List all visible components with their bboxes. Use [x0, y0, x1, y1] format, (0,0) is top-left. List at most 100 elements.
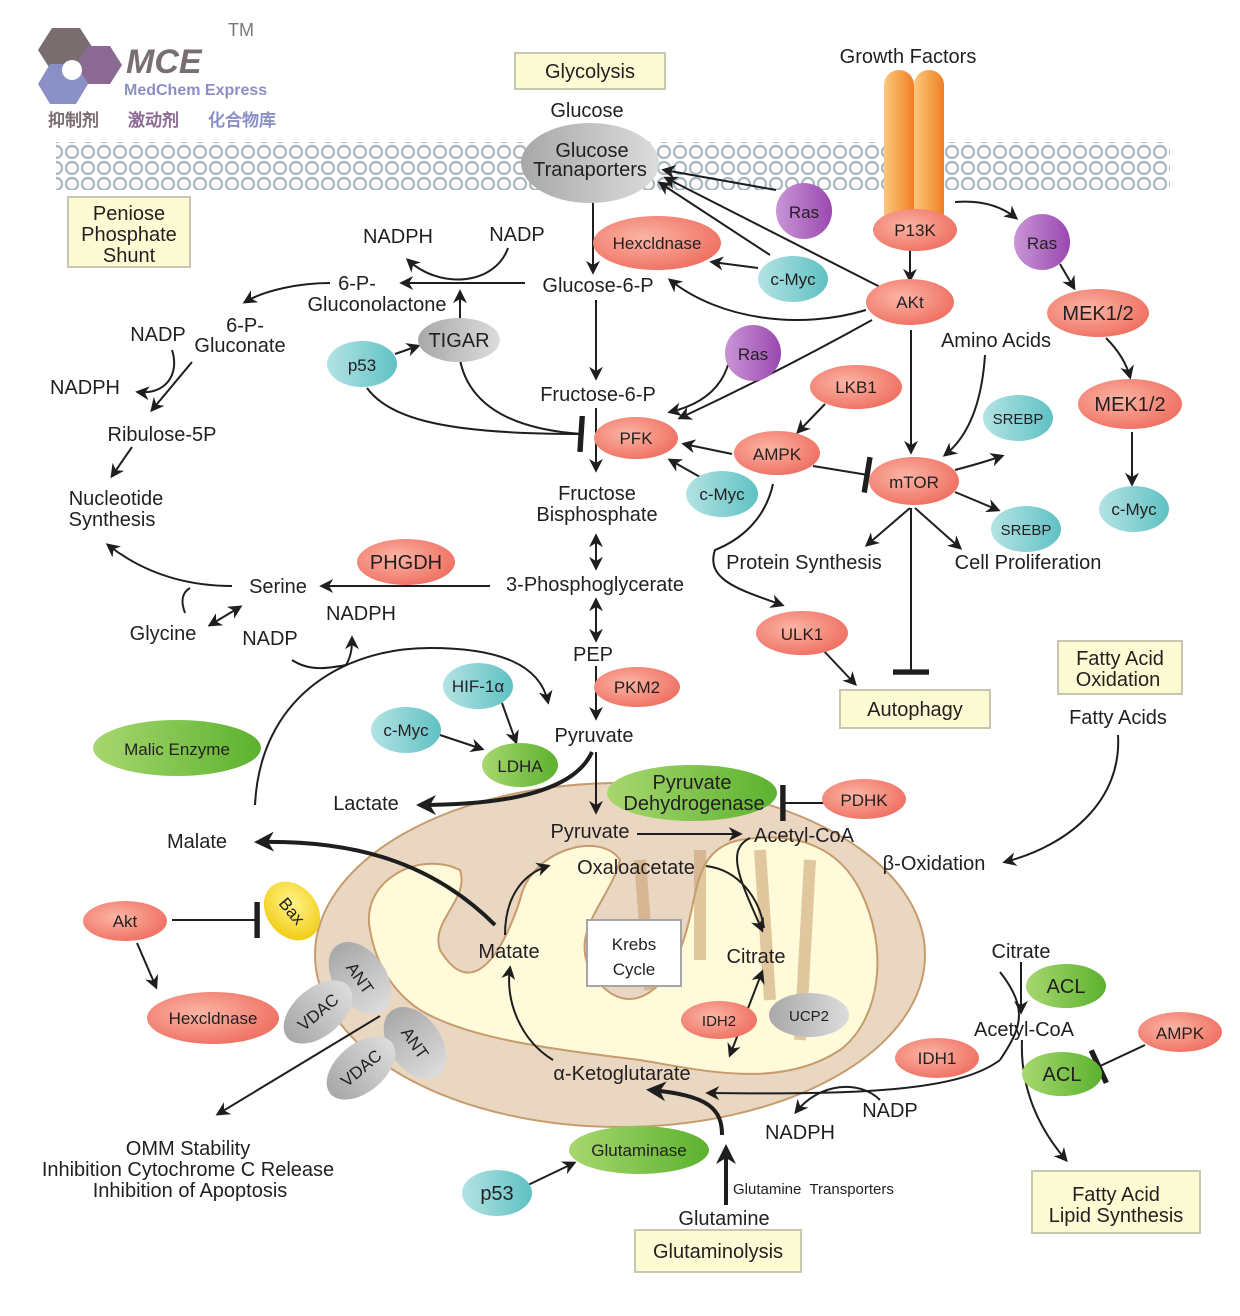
node-p13k: P13K — [873, 209, 957, 251]
svg-text:Peniose: Peniose — [93, 203, 165, 225]
svg-text:c-Myc: c-Myc — [1111, 500, 1157, 519]
arrow-p53-glutaminase — [527, 1161, 577, 1186]
svg-text:SREBP: SREBP — [993, 411, 1044, 428]
arrow-nadp-nadph-mid — [291, 635, 359, 670]
node-ldha: LDHA — [482, 743, 558, 787]
mce-logo: MCE TM MedChem Express 抑制剂 激动剂 化合物库 — [38, 20, 276, 130]
label-nadp-top: NADP — [489, 224, 545, 246]
logo-clover — [62, 60, 82, 80]
label-matate: Matate — [478, 941, 539, 963]
svg-text:Oxidation: Oxidation — [1076, 669, 1161, 691]
label-malate: Malate — [167, 831, 227, 853]
arrow-ulk1-autophagy — [822, 649, 857, 687]
logo-tagline-2: 激动剂 — [128, 110, 179, 130]
node-hif1a: HIF-1α — [443, 663, 513, 709]
svg-text:MEK1/2: MEK1/2 — [1062, 303, 1133, 325]
node-phgdh: PHGDH — [357, 539, 455, 585]
label-ketoglutarate: α-Ketoglutarate — [553, 1063, 690, 1085]
node-pyruvate-dehydrogenase: Pyruvate Dehydrogenase — [607, 765, 777, 821]
arrow-cmyc-ldha — [439, 734, 485, 753]
node-mek-1: MEK1/2 — [1047, 289, 1149, 337]
inhibit-p53-pfk-line — [366, 387, 581, 435]
svg-text:Ras: Ras — [789, 203, 819, 222]
svg-text:ACL: ACL — [1047, 976, 1086, 998]
metabolite-labels: Glucose Growth Factors NADPH NADP 6-P- G… — [42, 46, 1167, 1230]
svg-text:c-Myc: c-Myc — [770, 270, 816, 289]
inhibit-ampk-mtor — [812, 456, 873, 494]
node-mtor: mTOR — [869, 457, 959, 505]
node-ulk1: ULK1 — [756, 611, 848, 655]
label-ribulose-5p: Ribulose-5P — [108, 424, 217, 446]
label-6p-gluconolactone-2: Gluconolactone — [308, 294, 447, 316]
arrow-ampk-pfk — [681, 439, 733, 455]
svg-text:Malic Enzyme: Malic Enzyme — [124, 740, 230, 759]
svg-text:Autophagy: Autophagy — [867, 699, 963, 721]
svg-text:Glucose: Glucose — [555, 140, 628, 162]
node-ras-2: Ras — [1014, 214, 1070, 270]
label-glutamine-transporters: Glutamine Transporters — [733, 1181, 894, 1198]
label-nadp-bottom: NADP — [862, 1100, 918, 1122]
svg-text:IDH2: IDH2 — [702, 1013, 736, 1030]
arrow-glycine-serine — [207, 605, 243, 627]
section-glutaminolysis: Glutaminolysis — [634, 1229, 802, 1273]
label-glutamine: Glutamine — [678, 1208, 769, 1230]
arrow-acetylcoa-fattyacid — [1020, 1039, 1068, 1163]
line-oxaloacetate-citrate — [705, 865, 765, 929]
arrow-mtor-proliferation — [914, 507, 963, 550]
label-growth-factors: Growth Factors — [840, 46, 977, 68]
label-nadp-mid: NADP — [242, 628, 298, 650]
label-6p-gluconate-2: Gluconate — [194, 335, 285, 357]
svg-text:p53: p53 — [480, 1183, 513, 1205]
node-hexokinase-1: Hexcldnase — [593, 216, 721, 270]
logo-trademark: TM — [228, 20, 254, 40]
svg-text:HIF-1α: HIF-1α — [452, 677, 505, 696]
label-lactate: Lactate — [333, 793, 399, 815]
label-fructose-bp-2: Bisphosphate — [536, 504, 657, 526]
label-oxaloacetate: Oxaloacetate — [577, 857, 695, 879]
svg-text:UCP2: UCP2 — [789, 1008, 829, 1025]
section-krebs-cycle: Krebs Cycle — [586, 919, 682, 987]
node-vdac-2: VDAC — [326, 1036, 396, 1100]
node-glucose-transporters: Glucose Tranaporters — [521, 123, 659, 203]
label-amino-acids: Amino Acids — [941, 330, 1051, 352]
label-nadp-left: NADP — [130, 324, 186, 346]
svg-text:c-Myc: c-Myc — [383, 721, 429, 740]
label-fatty-acids: Fatty Acids — [1069, 707, 1167, 729]
arrow-lkb1-ampk — [796, 403, 826, 435]
svg-text:Ras: Ras — [1027, 234, 1057, 253]
node-akt-1: AKt — [866, 279, 954, 325]
arrow-mtor-srebp1 — [954, 453, 1005, 471]
line-glycine-join — [181, 587, 191, 614]
svg-text:Dehydrogenase: Dehydrogenase — [623, 793, 764, 815]
label-serine: Serine — [249, 576, 307, 598]
inhibit-ampk-acl — [1088, 1044, 1146, 1085]
label-6p-gluconate-1: 6-P- — [226, 315, 264, 337]
arrow-gluconolactone-gluconate — [242, 282, 331, 304]
svg-text:TIGAR: TIGAR — [428, 330, 489, 352]
node-ant-2: ANT — [383, 1006, 447, 1080]
node-cmyc-1: c-Myc — [758, 256, 828, 302]
node-pfk: PFK — [594, 417, 678, 459]
label-3-phosphoglycerate: 3-Phosphoglycerate — [506, 574, 684, 596]
svg-text:IDH1: IDH1 — [918, 1049, 957, 1068]
arrow-cmyc-hex — [709, 256, 759, 271]
svg-text:Lipid Synthesis: Lipid Synthesis — [1049, 1205, 1184, 1227]
svg-text:PFK: PFK — [619, 429, 653, 448]
svg-text:LDHA: LDHA — [497, 757, 543, 776]
svg-text:ACL: ACL — [1043, 1064, 1082, 1086]
logo-tagline-1: 抑制剂 — [48, 110, 99, 130]
arrow-ras-gt — [661, 165, 777, 191]
svg-text:Shunt: Shunt — [103, 245, 156, 267]
section-fatty-acid-synthesis: Fatty Acid Lipid Synthesis — [1031, 1170, 1201, 1234]
logo-hexagon-right — [76, 46, 122, 84]
arrow-ribulose-nucleotide — [110, 446, 133, 479]
logo-company: MedChem Express — [124, 82, 267, 99]
arrow-ampk-ulk1 — [712, 483, 785, 608]
label-citrate-mito: Citrate — [727, 946, 786, 968]
label-pyruvate: Pyruvate — [555, 725, 634, 747]
label-glycine: Glycine — [130, 623, 197, 645]
arrow-vdac-omm — [215, 1015, 381, 1116]
arrow-cmyc-gt — [657, 181, 771, 256]
svg-text:AKt: AKt — [896, 293, 924, 312]
svg-text:PHGDH: PHGDH — [370, 552, 442, 574]
